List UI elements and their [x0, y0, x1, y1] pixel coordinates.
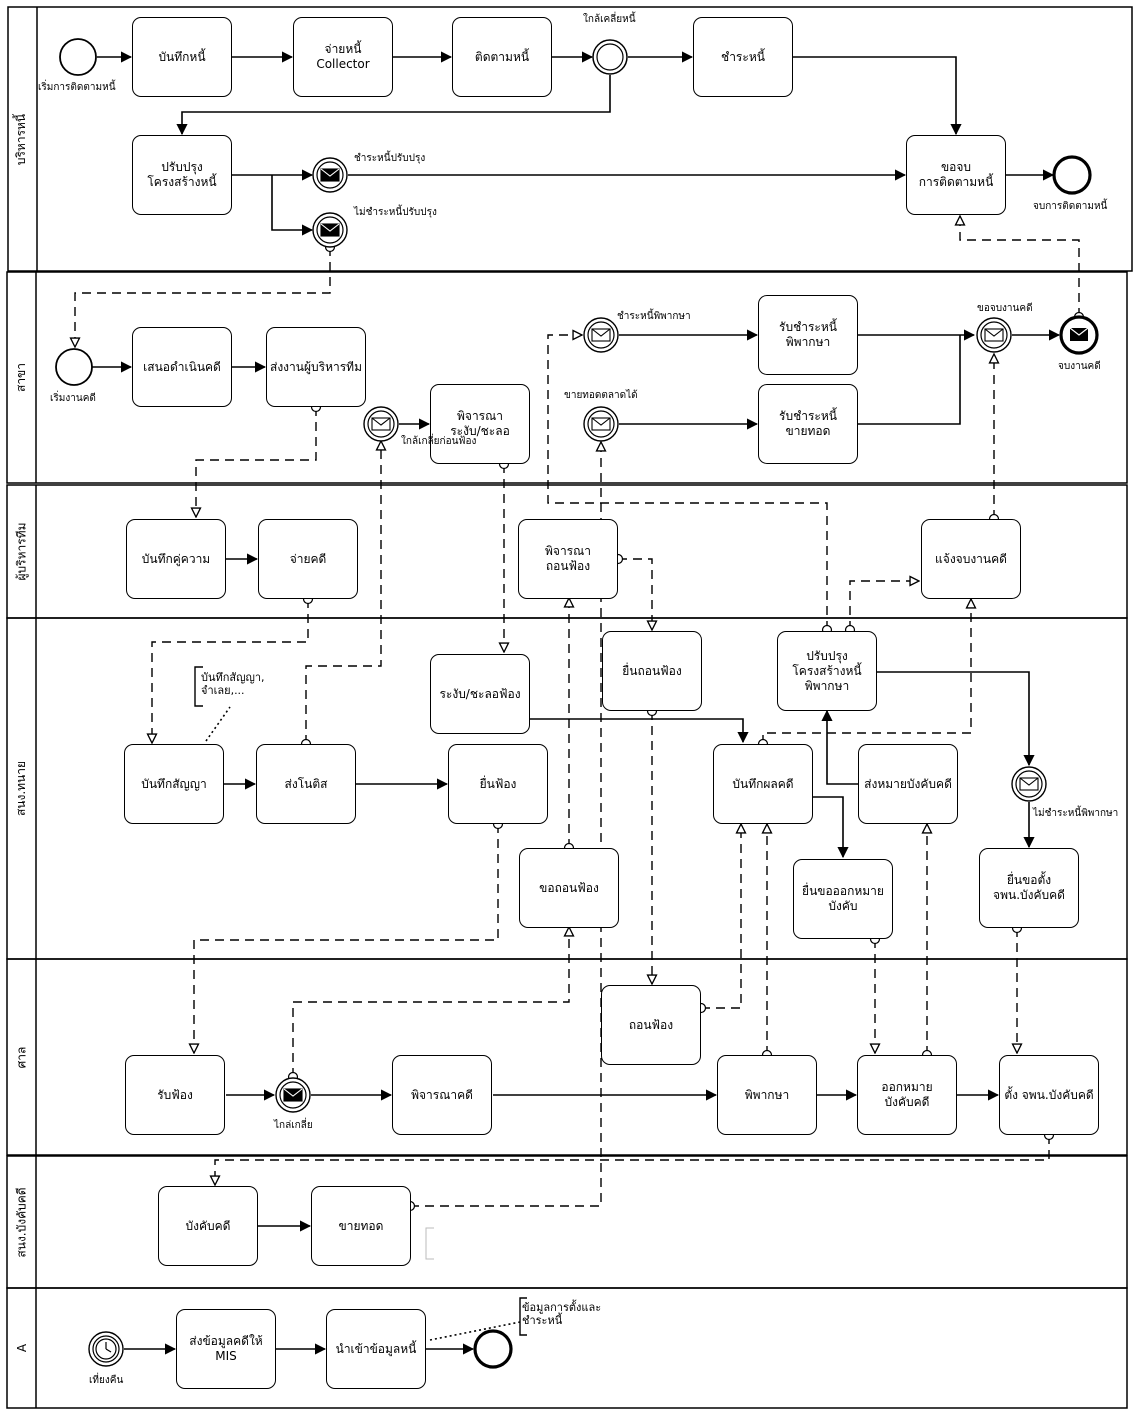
- lane-label-enforcement-office: สนง.บังคับคดี: [14, 1186, 29, 1258]
- task-send-notice[interactable]: ส่งโนติส: [256, 744, 356, 824]
- task-file-appoint-officer[interactable]: ยื่นขอตั้ง จพน.บังคับคดี: [979, 848, 1079, 928]
- end-event-mis: [473, 1329, 513, 1369]
- start-event-case: [55, 348, 93, 386]
- label-not-pay-restructured: ไม่ชำระหนี้ปรับปรุง: [354, 207, 437, 218]
- task-auction[interactable]: ขายทอด: [311, 1186, 411, 1266]
- task-request-close[interactable]: ขอจบ การติดตามหนี้: [906, 135, 1006, 215]
- task-assign-collector[interactable]: จ่ายหนี้ Collector: [293, 17, 393, 97]
- message-event-pay-restructured: [312, 157, 348, 193]
- task-consider-withdraw[interactable]: พิจารณา ถอนฟ้อง: [518, 519, 618, 599]
- task-receive-judgment-payment[interactable]: รับชำระหนี้ พิพากษา: [758, 295, 858, 375]
- label-request-close-case: ขอจบงานคดี: [977, 303, 1033, 314]
- label-end-case: จบงานคดี: [1058, 361, 1101, 372]
- start-event-follow: [59, 38, 97, 76]
- task-appoint-officer[interactable]: ตั้ง จพน.บังคับคดี: [999, 1055, 1099, 1135]
- task-restructure[interactable]: ปรับปรุง โครงสร้างหนี้: [132, 135, 232, 215]
- message-event-request-close-case: [976, 317, 1012, 353]
- lane-label-team-manager: ผู้บริหารทีม: [14, 522, 29, 581]
- task-send-mis[interactable]: ส่งข้อมูลคดีให้ MIS: [176, 1309, 276, 1389]
- task-propose-case[interactable]: เสนอดำเนินคดี: [132, 327, 232, 407]
- label-near-settle-gateway: ใกล้เคลี่ยหนี้: [583, 14, 636, 25]
- message-event-not-pay-judgment: [1011, 766, 1047, 802]
- task-suspend-lawsuit[interactable]: ระงับ/ชะลอฟ้อง: [430, 654, 530, 734]
- task-send-enforcement-writ[interactable]: ส่งหมายบังคับคดี: [858, 744, 958, 824]
- task-send-to-manager[interactable]: ส่งงานผู้บริหารทีม: [266, 327, 366, 407]
- task-follow-up[interactable]: ติดตามหนี้: [452, 17, 552, 97]
- task-record-contract[interactable]: บันทึกสัญญา: [124, 744, 224, 824]
- label-end-follow: จบการติดตามหนี้: [1033, 201, 1108, 212]
- task-consider-case[interactable]: พิจารณาคดี: [392, 1055, 492, 1135]
- task-request-withdraw[interactable]: ขอถอนฟ้อง: [519, 848, 619, 928]
- task-receive-auction-payment[interactable]: รับชำระหนี้ ขายทอด: [758, 384, 858, 464]
- task-enforce[interactable]: บังคับคดี: [158, 1186, 258, 1266]
- label-start-follow: เริ่มการติดตามหนี้: [38, 82, 116, 93]
- annotation-data: ข้อมูลการตั้งและ ชำระหนี้: [522, 1301, 602, 1327]
- label-midnight: เที่ยงคืน: [89, 1375, 124, 1386]
- label-start-case: เริ่มงานคดี: [50, 393, 96, 404]
- label-pay-restructured: ชำระหนี้ปรับปรุง: [354, 153, 426, 164]
- task-import-debt[interactable]: นำเข้าข้อมูลหนี้: [326, 1309, 426, 1389]
- task-withdraw[interactable]: ถอนฟ้อง: [601, 985, 701, 1065]
- message-event-auction-sold: [583, 406, 619, 442]
- label-auction-sold: ขายทอดตลาดได้: [564, 390, 638, 401]
- label-settle: ไกล่เกลี่ย: [274, 1120, 313, 1131]
- task-file-withdraw[interactable]: ยื่นถอนฟ้อง: [602, 631, 702, 711]
- task-assign-case[interactable]: จ่ายคดี: [258, 519, 358, 599]
- task-restructure-judgment[interactable]: ปรับปรุง โครงสร้างหนี้ พิพากษา: [777, 631, 877, 711]
- faint-bracket: [425, 1227, 434, 1260]
- end-event-follow: [1052, 155, 1092, 195]
- lane-label-court: ศาล: [14, 1046, 29, 1068]
- task-consider-suspend[interactable]: พิจารณา ระงับ/ชะลอ: [430, 384, 530, 464]
- label-pay-judgment: ชำระหนี้พิพากษา: [617, 311, 691, 322]
- task-file-lawsuit[interactable]: ยื่นฟ้อง: [448, 744, 548, 824]
- lane-label-a: A: [15, 1343, 29, 1353]
- label-not-pay-judgment: ไม่ชำระหนี้พิพากษา: [1033, 808, 1119, 819]
- label-near-settle-before: ใกล้เกลี่ยก่อนฟ้อง: [401, 436, 477, 447]
- task-notify-case-close[interactable]: แจ้งจบงานคดี: [921, 519, 1021, 599]
- message-event-pay-judgment: [583, 317, 619, 353]
- lane-label-debt-mgmt: บริหารหนี้: [14, 113, 29, 165]
- task-record-party[interactable]: บันทึกคู่ความ: [126, 519, 226, 599]
- message-event-near-settle-before: [363, 406, 399, 442]
- task-request-writ[interactable]: ยื่นขอออกหมาย บังคับ: [793, 859, 893, 939]
- message-event-not-pay-restructured: [312, 212, 348, 248]
- intermediate-event-near-settle: [592, 39, 628, 75]
- message-event-settle: [275, 1077, 311, 1113]
- task-record-result[interactable]: บันทึกผลคดี: [713, 744, 813, 824]
- task-record-debt[interactable]: บันทึกหนี้: [132, 17, 232, 97]
- task-judgment[interactable]: พิพากษา: [717, 1055, 817, 1135]
- lane-label-branch: สาขา: [14, 362, 29, 393]
- task-issue-writ[interactable]: ออกหมาย บังคับคดี: [857, 1055, 957, 1135]
- task-receive-lawsuit[interactable]: รับฟ้อง: [125, 1055, 225, 1135]
- lane-label-law-office: สนง.ทนาย: [14, 760, 29, 817]
- annotation-contract: บันทึกสัญญา, จำเลย,...: [201, 671, 265, 697]
- task-pay-debt[interactable]: ชำระหนี้: [693, 17, 793, 97]
